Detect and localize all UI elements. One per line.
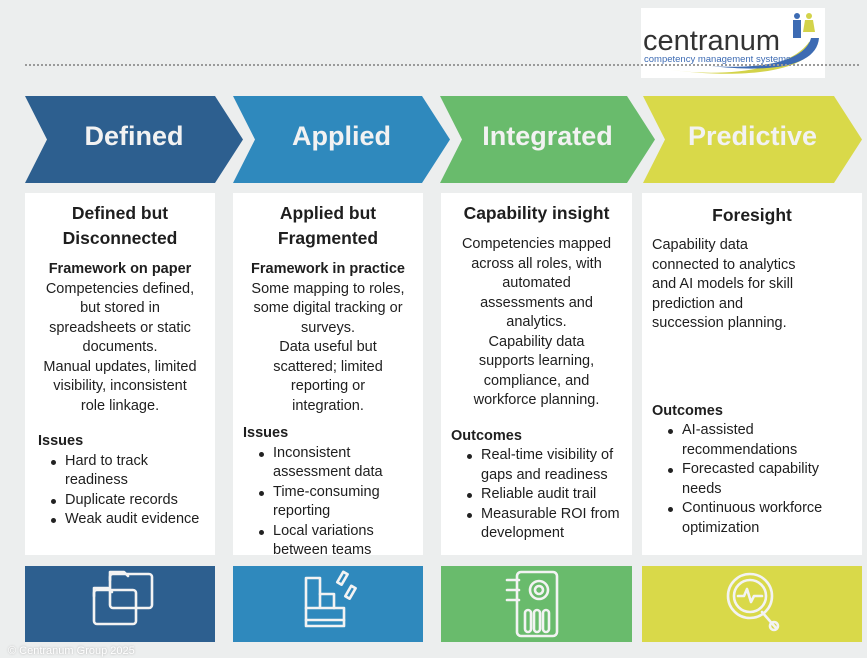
body-line: Capability data xyxy=(488,333,585,350)
list-item: Forecasted capability needs xyxy=(666,460,852,499)
body-line: and AI models for skill xyxy=(652,276,794,292)
stage-chevron-applied: Applied xyxy=(233,96,450,183)
list-item: Inconsistent assessment data xyxy=(257,444,413,483)
dotted-divider xyxy=(25,64,859,66)
body-line: connected to analytics xyxy=(652,256,796,273)
card-subtitle: Framework on paper xyxy=(48,261,192,277)
body-line: surveys. xyxy=(301,319,355,336)
body-line: assessments and xyxy=(480,294,593,311)
list-item: Continuous workforce optimization xyxy=(666,499,852,538)
gear-circuit-icon xyxy=(505,570,558,638)
body-line: Competencies mapped xyxy=(461,236,612,252)
body-line: workforce planning. xyxy=(473,392,600,408)
body-line: some digital tracking or xyxy=(253,300,403,316)
body-line: across all roles, with xyxy=(471,255,602,272)
list-item: Duplicate records xyxy=(49,491,205,511)
folders-icon xyxy=(92,570,154,626)
list-item: Hard to track readiness xyxy=(49,452,205,491)
section-heading: Outcomes xyxy=(652,402,723,419)
body-line: visibility, inconsistent xyxy=(53,378,187,394)
stage-icon-panel xyxy=(642,566,862,642)
body-line: Some mapping to roles, xyxy=(251,280,405,297)
section-heading: Outcomes xyxy=(451,427,522,444)
list-item: Time-consuming reporting xyxy=(257,483,413,522)
card-title: Disconnected xyxy=(62,228,178,248)
stage-chevron-integrated: Integrated xyxy=(440,96,655,183)
body-line: analytics. xyxy=(506,314,567,330)
svg-text:centranum: centranum xyxy=(643,25,780,57)
body-line: scattered; limited xyxy=(273,358,383,375)
body-line: role linkage. xyxy=(80,397,160,414)
body-line: but stored in xyxy=(80,300,160,316)
list-item: Weak audit evidence xyxy=(49,510,205,530)
stage-label: Predictive xyxy=(687,121,818,151)
card-title: Fragmented xyxy=(277,228,379,248)
stage-label: Applied xyxy=(292,121,391,151)
body-line: integration. xyxy=(292,397,364,414)
svg-text:competency management systems: competency management systems xyxy=(644,54,791,65)
centranum-logo: centranum competency management systems xyxy=(641,8,825,78)
section-heading: Issues xyxy=(243,425,289,441)
body-line: Manual updates, limited xyxy=(43,358,197,375)
body-line: spreadsheets or static xyxy=(49,319,191,336)
list-item: Measurable ROI from development xyxy=(465,505,622,544)
card-title: Defined but xyxy=(71,203,169,223)
list-item: Local variations between teams xyxy=(257,522,413,561)
body-line: automated xyxy=(502,275,571,291)
body-line: supports learning, xyxy=(478,353,595,369)
stage-icon-panel xyxy=(233,566,423,642)
body-line: documents. xyxy=(82,339,158,355)
list-item: Real-time visibility of gaps and readine… xyxy=(465,446,622,485)
stage-label: Integrated xyxy=(482,121,613,151)
list-item: Reliable audit trail xyxy=(465,485,622,505)
stage-chevron-predictive: Predictive xyxy=(643,96,862,183)
body-line: compliance, and xyxy=(483,372,590,389)
card-title: Applied but xyxy=(279,203,377,223)
copyright: © Centranum Group 2025 xyxy=(8,645,135,657)
blocks-icon xyxy=(304,570,357,628)
body-line: Capability data xyxy=(652,237,748,253)
stage-icon-panel xyxy=(441,566,632,642)
card-subtitle: Framework in practice xyxy=(251,261,405,277)
card-title: Capability insight xyxy=(463,203,610,223)
stage-icon-panel xyxy=(25,566,215,642)
body-line: prediction and xyxy=(652,295,744,312)
body-line: reporting or xyxy=(290,378,366,394)
body-line: succession planning. xyxy=(652,315,787,331)
stage-label: Defined xyxy=(84,121,184,151)
section-heading: Issues xyxy=(38,433,84,449)
body-line: Competencies defined, xyxy=(45,280,195,297)
card-title: Foresight xyxy=(712,205,792,225)
stage-chevron-defined: Defined xyxy=(25,96,243,183)
body-line: Data useful but xyxy=(279,339,377,355)
magnifier-pulse-icon xyxy=(726,572,780,632)
list-item: AI-assisted recommendations xyxy=(666,421,852,460)
